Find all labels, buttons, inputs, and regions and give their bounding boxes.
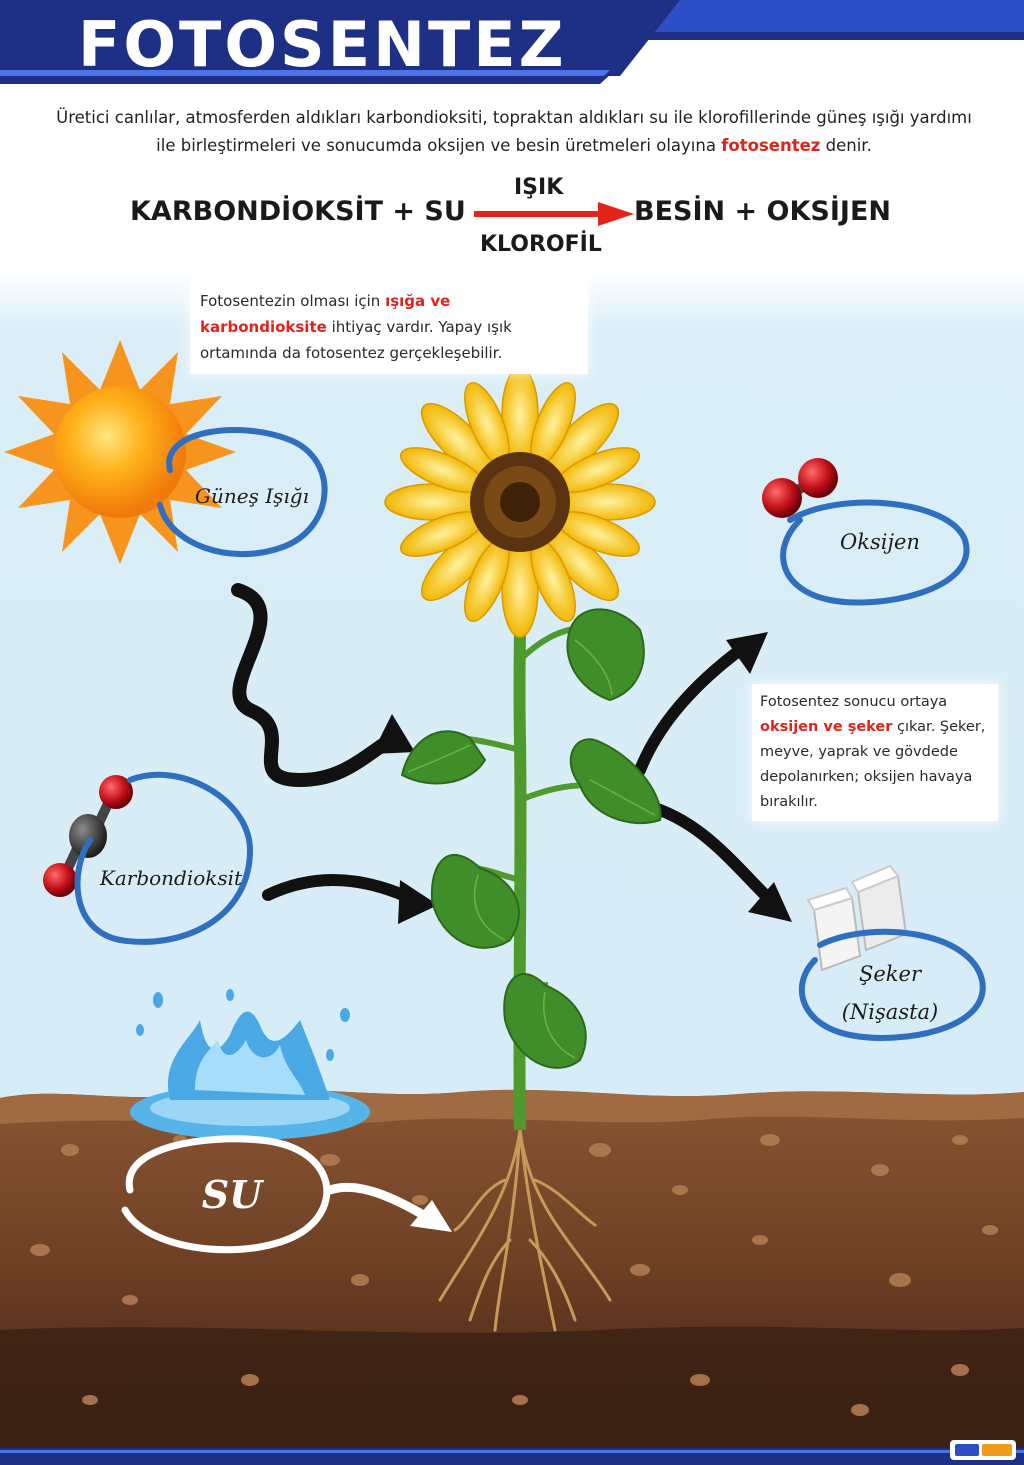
publisher-logo: [950, 1440, 1016, 1460]
header-band: [0, 0, 1024, 84]
note-requirements-text-end: ihtiyaç vardır. Yapay ışık ortamında da …: [200, 318, 512, 362]
intro-highlight: fotosentez: [721, 136, 821, 155]
equation-condition-chlorophyll: KLOROFİL: [480, 232, 602, 257]
light-arrow-icon: [231, 583, 397, 788]
carbon-dioxide-circle: [74, 771, 254, 945]
oxygen-circle: [780, 499, 970, 606]
intro-paragraph: Üretici canlılar, atmosferden aldıkları …: [44, 104, 984, 160]
water-circle: [121, 1135, 331, 1254]
label-oxygen: Oksijen: [840, 530, 920, 554]
note-products-highlight: oksijen ve şeker: [760, 719, 893, 735]
label-carbon-dioxide: Karbondioksit: [99, 866, 243, 890]
equation-arrow-icon: [474, 202, 634, 226]
note-products-text: Fotosentez sonucu ortaya: [760, 694, 948, 710]
note-products-text-end: çıkar. Şeker, meyve, yaprak ve gövdede d…: [760, 719, 986, 810]
co2-arrow-icon: [262, 874, 416, 904]
input-arrows: [231, 583, 776, 906]
sugar-circle: [798, 928, 986, 1041]
note-requirements: Fotosentezin olması için ışığa ve karbon…: [190, 280, 588, 374]
equation-condition-light: IŞIK: [514, 175, 564, 200]
intro-text: Üretici canlılar, atmosferden aldıkları …: [56, 108, 972, 155]
sunlight-circle: [157, 427, 328, 558]
page-title: FOTOSENTEZ: [78, 8, 567, 81]
sugar-cubes-icon: [806, 864, 908, 972]
equation-products: BESİN + OKSİJEN: [634, 196, 891, 227]
label-starch: (Nişasta): [841, 1000, 939, 1024]
oxygen-molecule-icon: [762, 458, 838, 518]
water-splash-icon: [130, 989, 370, 1140]
label-water: SU: [201, 1172, 263, 1217]
label-sugar: Şeker: [858, 962, 921, 986]
sunflower-plant: [384, 366, 662, 1332]
note-requirements-text: Fotosentezin olması için: [200, 292, 386, 310]
sun-icon: [4, 340, 236, 564]
intro-text-end: denir.: [820, 136, 872, 155]
oxygen-arrow-icon: [634, 644, 746, 776]
soil: [0, 1089, 1024, 1448]
sugar-arrow-icon: [639, 799, 776, 906]
carbon-dioxide-molecule-icon: [43, 775, 133, 897]
note-products: Fotosentez sonucu ortaya oksijen ve şeke…: [752, 684, 998, 821]
note-requirements-highlight: ışığa ve karbondioksite: [200, 292, 451, 336]
equation-reactants: KARBONDİOKSİT + SU: [130, 196, 466, 227]
label-sunlight: Güneş Işığı: [195, 484, 309, 508]
